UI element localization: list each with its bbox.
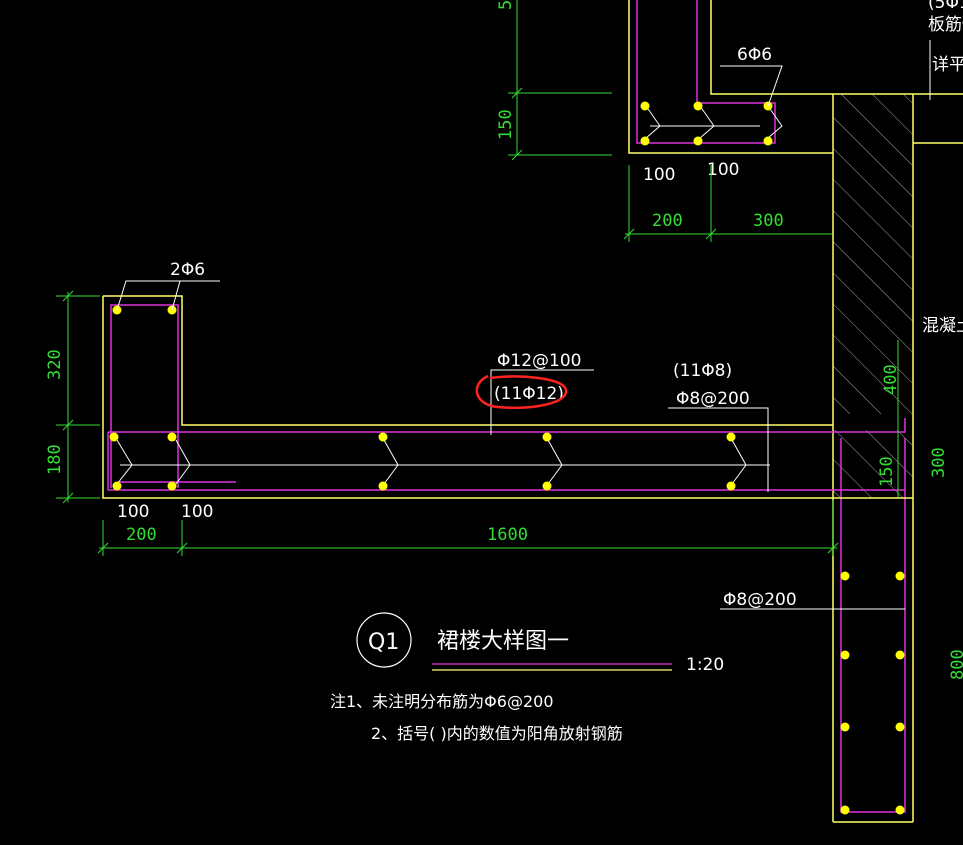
top-right-fragment: (5Φ1 xyxy=(928,0,963,13)
wall-hatch xyxy=(833,94,913,414)
column-rebar-label: Φ8@200 xyxy=(723,590,797,610)
rebar-dot xyxy=(895,571,905,581)
slab-hook xyxy=(383,439,399,485)
dimension-slash xyxy=(827,542,839,554)
rebar-dot xyxy=(895,805,905,815)
dimension-slash xyxy=(62,290,74,302)
rebar-dot xyxy=(840,571,850,581)
dim-200-main: 200 xyxy=(126,525,157,545)
rebar-dot xyxy=(693,101,703,111)
dim-150: 150 xyxy=(496,109,516,140)
top-beam-hook xyxy=(767,105,783,139)
top-beam-hook xyxy=(645,105,661,139)
right-wall-detail: Φ8@200 400 150 300 800 (5Φ1 板筋伸 详平面 混凝土 xyxy=(720,0,963,823)
drawing-title: 裙楼大样图一 xyxy=(437,629,569,654)
markup-circle xyxy=(475,374,568,409)
bottom-bar-corner-label: (11Φ8) xyxy=(673,361,732,381)
rebar-dot xyxy=(763,136,773,146)
top-bar-corner-label: (11Φ12) xyxy=(494,384,564,404)
leader-line xyxy=(720,65,783,107)
dimension-slash xyxy=(97,542,109,554)
dimension-slash xyxy=(176,542,188,554)
bottom-bar-label: Φ8@200 xyxy=(676,389,750,409)
dimension-slash xyxy=(62,492,74,504)
rebar-dot xyxy=(895,650,905,660)
leader-line xyxy=(171,280,181,311)
dim-1600: 1600 xyxy=(487,525,528,545)
dim-300-top: 300 xyxy=(753,211,784,231)
main-spacing-left: 100 xyxy=(117,502,149,522)
top-beam-detail: 6Φ6 5 150 100 100 200 300 xyxy=(496,0,833,242)
rebar-dot xyxy=(542,432,552,442)
rebar-dot xyxy=(640,136,650,146)
drawing-scale: 1:20 xyxy=(686,655,724,675)
note-line-2: 2、括号( )内的数值为阳角放射钢筋 xyxy=(371,724,623,743)
rebar-dot xyxy=(378,432,388,442)
top-spacing-left: 100 xyxy=(643,165,675,185)
notes: 注1、未注明分布筋为Φ6@200 2、括号( )内的数值为阳角放射钢筋 xyxy=(330,692,623,743)
rebar-dot xyxy=(167,432,177,442)
wall-hatch xyxy=(833,430,913,498)
rebar-dot xyxy=(840,650,850,660)
rebar-dot xyxy=(167,481,177,491)
rebar-dot xyxy=(726,481,736,491)
slab-hook xyxy=(547,439,563,485)
dim-150-right: 150 xyxy=(877,456,897,487)
top-beam-stirrup xyxy=(636,0,776,144)
leader-line xyxy=(490,369,594,435)
dim-180: 180 xyxy=(45,444,65,475)
main-slab-detail: 2Φ6 Φ12@100 (11Φ12) (11Φ8) Φ8@200 320 18… xyxy=(45,260,913,556)
top-beam-concrete-outline-inner xyxy=(710,0,833,95)
leader-line xyxy=(116,280,220,311)
top-right-fragment: 板筋伸 xyxy=(928,15,963,35)
slab-hook xyxy=(731,439,747,485)
rebar-dot xyxy=(840,722,850,732)
rebar-dot xyxy=(895,722,905,732)
rebar-dot xyxy=(640,101,650,111)
dim-top-5: 5 xyxy=(496,0,516,10)
column-stirrup xyxy=(840,438,906,813)
upstand-stirrup xyxy=(110,304,179,488)
dim-800-right: 800 xyxy=(948,649,963,680)
rebar-dot xyxy=(840,805,850,815)
note-line-1: 注1、未注明分布筋为Φ6@200 xyxy=(330,692,554,711)
leader-line xyxy=(668,407,769,492)
top-right-fragment: 详平面 xyxy=(932,55,963,75)
dimension-slash xyxy=(62,419,74,431)
dimension-slash xyxy=(511,149,523,161)
title-symbol: Q1 xyxy=(368,630,399,655)
main-spacing-right: 100 xyxy=(181,502,213,522)
dim-300-right: 300 xyxy=(929,447,949,478)
rebar-dot xyxy=(542,481,552,491)
corner-rebar-label: 2Φ6 xyxy=(170,260,205,280)
dim-400: 400 xyxy=(881,364,901,395)
dim-200-top: 200 xyxy=(652,211,683,231)
column-bar xyxy=(836,418,906,433)
main-concrete-outline xyxy=(102,296,913,499)
slab-hook xyxy=(116,439,133,485)
top-rebar-label: 6Φ6 xyxy=(737,45,772,65)
top-beam-hook xyxy=(699,105,715,139)
top-beam-concrete-outline xyxy=(628,0,833,154)
title-symbol-circle xyxy=(356,612,412,668)
concrete-label: 混凝土 xyxy=(922,316,963,336)
rebar-dot xyxy=(726,432,736,442)
title-block: Q1 裙楼大样图一 1:20 xyxy=(356,612,724,675)
top-bar-label: Φ12@100 xyxy=(497,351,581,371)
rebar-dot xyxy=(112,481,122,491)
dimension-slash xyxy=(623,228,635,240)
dim-320: 320 xyxy=(45,349,65,380)
main-concrete-outline xyxy=(103,295,833,426)
rebar-dot xyxy=(693,136,703,146)
rebar-dot xyxy=(109,432,119,442)
dimension-slash xyxy=(511,87,523,99)
top-spacing-right: 100 xyxy=(707,160,739,180)
dimension-slash xyxy=(705,228,717,240)
rebar-dot xyxy=(378,481,388,491)
